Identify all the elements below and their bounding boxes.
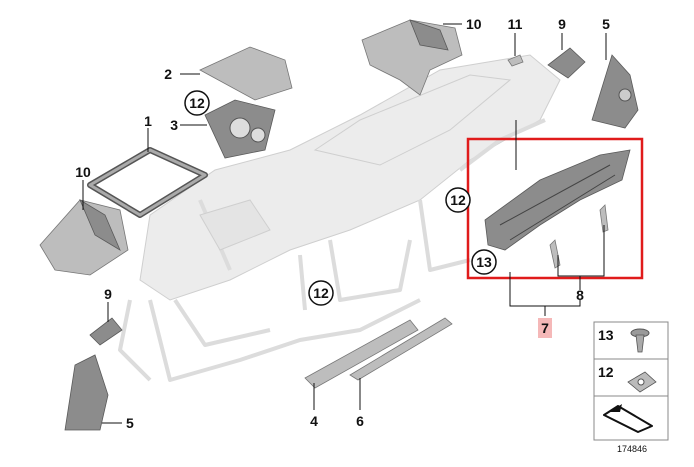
part-5-left-cover <box>64 354 109 431</box>
callout-8: 8 <box>576 287 584 303</box>
part-8-glovebox-bracket <box>484 149 631 269</box>
callout-10-right: 10 <box>466 16 482 32</box>
callout-7: 7 <box>541 320 549 336</box>
highlight-box <box>466 137 644 280</box>
callout-12-mid: 12 <box>450 192 466 208</box>
callout-10-left: 10 <box>75 164 91 180</box>
callout-5-left: 5 <box>126 415 134 431</box>
fastener-legend: 13 12 <box>593 321 669 441</box>
part-9-left-vent <box>89 317 123 346</box>
callout-3: 3 <box>170 117 178 133</box>
callout-labels: 2 3 12 1 10 10 11 9 5 12 12 13 8 7 9 5 4… <box>75 16 610 431</box>
part-1-trim-frame <box>87 147 208 218</box>
callout-2: 2 <box>164 66 172 82</box>
label-7-highlight <box>538 318 552 338</box>
clip-nut-icon <box>627 371 657 393</box>
part-10-right-panel <box>361 19 463 96</box>
part-11-clip <box>507 54 524 67</box>
dashboard-carrier <box>118 54 561 382</box>
callout-13: 13 <box>476 254 492 270</box>
callout-1: 1 <box>144 113 152 129</box>
part-2-cover <box>199 46 293 101</box>
callout-4: 4 <box>310 413 318 429</box>
drawing-number: 174846 <box>617 444 647 454</box>
circled-callout-rings <box>184 90 497 306</box>
callout-12-lower: 12 <box>313 285 329 301</box>
callout-5-right: 5 <box>602 16 610 32</box>
screw-icon <box>630 328 650 353</box>
part-10-left-panel <box>39 199 129 276</box>
legend-clip-label: 12 <box>598 364 614 380</box>
part-6-strip <box>349 317 453 381</box>
callout-9-right: 9 <box>558 16 566 32</box>
callout-12-top: 12 <box>189 95 205 111</box>
callout-9-left: 9 <box>104 286 112 302</box>
callout-6: 6 <box>356 413 364 429</box>
part-5-right-cover <box>591 54 639 129</box>
part-4-strip <box>304 319 419 389</box>
part-9-right-vent <box>547 47 586 79</box>
leader-lines <box>82 23 607 424</box>
direction-arrow-icon <box>603 404 653 433</box>
legend-screw-label: 13 <box>598 327 614 343</box>
part-3-bracket <box>204 99 276 159</box>
callout-11: 11 <box>508 16 523 32</box>
